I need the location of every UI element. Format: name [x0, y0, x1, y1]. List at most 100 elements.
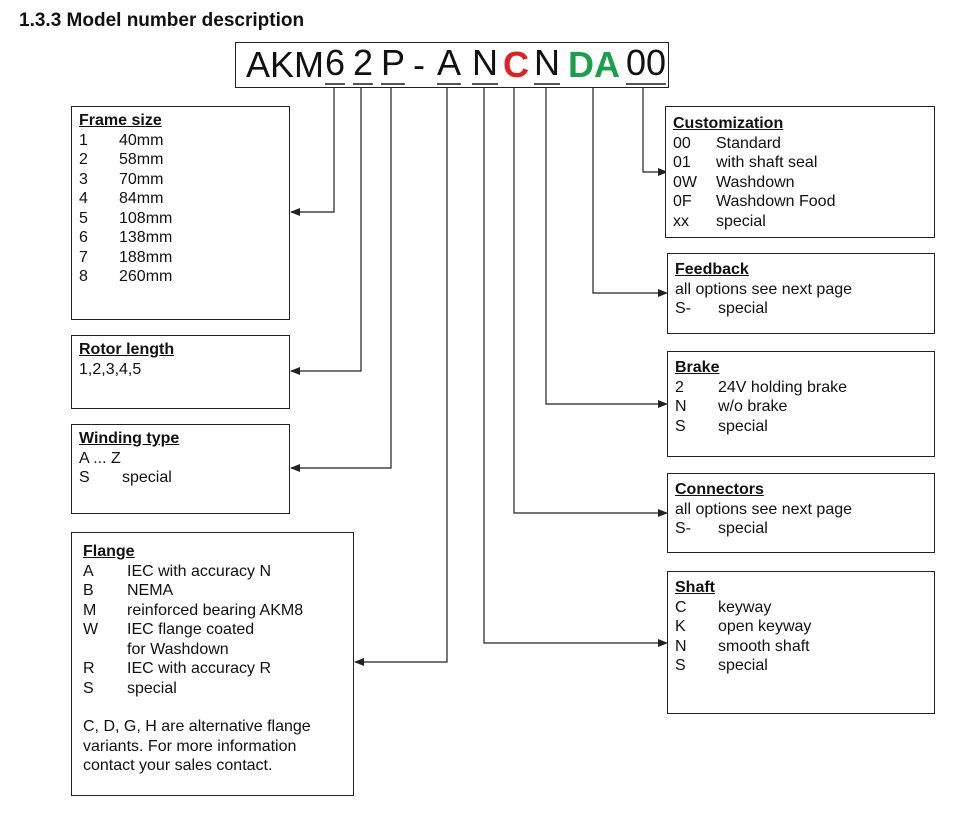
code: 2 — [675, 378, 684, 396]
code: S — [79, 469, 90, 486]
brake-title: Brake — [675, 359, 720, 376]
model-customization-code: 00 — [626, 42, 667, 85]
shaft-connector — [483, 84, 668, 647]
model-number-box: AKM 6 2 P - A N C N DA 00 — [235, 42, 669, 88]
desc: 24V holding brake — [718, 378, 847, 396]
shaft-title: Shaft — [675, 579, 715, 596]
rotor-length-box: Rotor length 1,2,3,4,5 — [71, 335, 290, 409]
desc: 40mm — [119, 131, 164, 149]
code: K — [675, 618, 686, 635]
model-winding-letter: P — [381, 42, 406, 85]
frame-size-row: 1 40mm — [79, 131, 282, 151]
rotor-length-values: 1,2,3,4,5 — [79, 360, 142, 378]
code: S — [675, 657, 686, 674]
desc: special — [718, 417, 768, 435]
flange-note-line: contact your sales contact. — [83, 757, 273, 774]
code: 01 — [673, 154, 691, 171]
desc: with shaft seal — [716, 154, 818, 171]
code: S — [675, 417, 686, 435]
desc: IEC flange coated — [127, 621, 255, 638]
model-flange-letter: A — [437, 42, 462, 85]
model-feedback-code: DA — [568, 44, 620, 85]
feedback-connector — [592, 84, 668, 297]
connectors-note: all options see next page — [675, 500, 853, 518]
winding-type-range: A ... Z — [79, 449, 121, 467]
desc: 138mm — [119, 229, 173, 246]
desc: Washdown — [716, 173, 795, 191]
code: C — [675, 598, 687, 616]
desc: open keyway — [718, 618, 812, 635]
desc: IEC with accuracy N — [127, 562, 272, 580]
code: S- — [675, 300, 691, 317]
code: 1 — [79, 131, 88, 149]
desc: reinforced bearing AKM8 — [127, 601, 304, 619]
code: R — [83, 660, 95, 677]
code: 00 — [673, 134, 691, 152]
desc: special — [718, 520, 768, 537]
frame-size-title: Frame size — [79, 112, 162, 129]
desc: w/o brake — [718, 398, 788, 415]
customization-row: 01 with shaft seal — [673, 153, 927, 173]
model-brake-letter: N — [534, 42, 560, 85]
model-connectors-letter: C — [503, 44, 529, 85]
desc: special — [718, 300, 768, 317]
rotor-length-title: Rotor length — [79, 341, 175, 358]
desc: smooth shaft — [718, 637, 810, 655]
frame-size-row: 2 58mm — [79, 150, 282, 170]
desc: NEMA — [127, 582, 174, 599]
code: N — [675, 398, 687, 415]
desc: 58mm — [119, 151, 164, 168]
feedback-box: Feedback all options see next page S-spe… — [667, 253, 935, 334]
brake-row: 2 24V holding brake — [675, 378, 927, 398]
model-shaft-letter: N — [472, 42, 498, 85]
desc: keyway — [718, 598, 772, 616]
desc: for Washdown — [127, 640, 229, 658]
connectors-connector — [513, 84, 668, 517]
code: S — [83, 679, 94, 697]
code: 2 — [79, 151, 88, 168]
flange-title: Flange — [83, 543, 135, 560]
flange-connector — [354, 84, 448, 666]
rotor-length-connector — [290, 84, 362, 375]
code: W — [83, 621, 99, 638]
code: B — [83, 582, 94, 599]
code: 0F — [673, 193, 692, 210]
model-prefix: AKM — [246, 44, 325, 85]
customization-title: Customization — [673, 115, 784, 132]
code: 4 — [79, 190, 88, 207]
frame-size-row: 6 138mm — [79, 228, 282, 248]
brake-connector — [545, 84, 668, 408]
desc: 84mm — [119, 190, 164, 207]
connectors-title: Connectors — [675, 481, 764, 498]
connectors-row: S-special — [675, 519, 927, 539]
desc: special — [718, 657, 768, 674]
desc: 260mm — [119, 268, 173, 285]
desc: special — [716, 212, 766, 230]
connectors-box: Connectors all options see next page S-s… — [667, 473, 935, 553]
model-frame-size-digit: 6 — [325, 42, 346, 85]
desc: 188mm — [119, 248, 173, 266]
feedback-row: S-special — [675, 299, 927, 319]
code: 6 — [79, 229, 88, 246]
section-heading: 1.3.3 Model number description — [19, 10, 305, 31]
